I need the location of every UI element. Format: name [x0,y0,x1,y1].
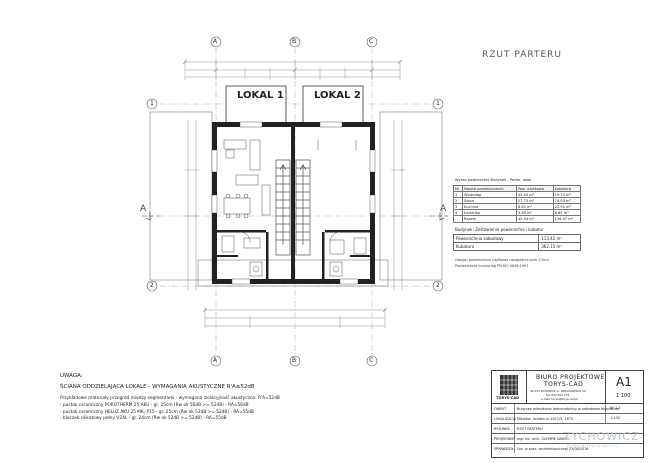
table-cell: Powierzchnia zabudowy [452,234,540,243]
dimension-lines [184,60,405,328]
grid-label-top-a: A [213,38,218,45]
legend-uwaga: UWAGA: [60,373,83,379]
building-logo-icon [500,375,518,395]
row-key: SPRAWDZIŁ [494,447,514,451]
watermark: ZYCHOWICZ [563,430,640,443]
logo-text: TORYS-CAD [496,396,520,400]
grid-label-right-2: 2 [436,282,440,289]
title-block-row: RYSUNEK RZUT PARTERU [492,424,643,434]
staircase [275,159,311,256]
title-block-row: SPRAWDZIŁ Upr. w spec. architektonicznej… [492,444,643,453]
grid-label-top-c: C [369,38,374,45]
table-row: Razem 42.44 m² 126.47 m³ [452,215,582,223]
drawing-scale: 1:100 [616,393,631,399]
area-table-caption: Wykaz powierzchni Budynek - Parter, loka… [455,178,532,182]
row-value: RZUT PARTERU [517,427,543,431]
table-cell: Razem [462,215,517,223]
legend-intro: Przykładowe materiały przegród między se… [60,396,280,401]
grid-label-right-1: 1 [436,100,440,107]
watermark-subtitle: BIURO NIERUCHOMOŚCI [567,444,618,448]
dimension-ticks [182,59,403,313]
legend-item: - pustak ceramiczny HELUZ AKU 25 MK, P15… [60,409,254,415]
row-key: LOKALIZACJA [494,417,517,421]
table-cell: 362.15 m³ [538,242,581,251]
window-openings [211,121,376,285]
section-mark-left: A [140,204,147,214]
grid-label-left-2: 2 [150,282,154,289]
external-walls [212,122,375,284]
grid-label-bottom-c: C [369,357,374,364]
table-cell: 42.44 m² [515,215,554,223]
grid-bubbles [146,36,444,367]
firm-name-line-1: BIURO PROJEKTOWE [536,374,605,381]
title-block-row: OBIEKT Budynek mieszkalny jednorodzinny … [492,404,643,414]
title-block: TORYS-CAD BIURO PROJEKTOWE TORYS-CAD 40-… [491,370,644,458]
table-cell: 126.47 m³ [552,215,582,223]
legend-notes: UWAGA: ŚCIANA ODDZIELAJĄCA LOKALE - WYMA… [60,373,340,423]
grid-label-left-1: 1 [150,100,154,107]
summary-note-2: Powierzchnia liczona wg PN-ISO 9836:1997 [455,264,529,268]
area-table: Nr Nazwa pomieszczenia Pow. użytkowa Kub… [452,184,582,223]
furniture [221,139,367,277]
drawing-title: RZUT PARTERU [482,50,562,60]
unit-label-lokal-2: LOKAL 2 [314,90,361,101]
sheet-number-box: A1 1:100 [605,371,644,404]
grid-label-bottom-b: B [292,357,297,364]
row-key: PROJEKTANT [494,437,515,441]
legend-heading: ŚCIANA ODDZIELAJĄCA LOKALE - WYMAGANIA A… [60,384,255,390]
unit-label-lokal-1: LOKAL 1 [237,90,284,101]
table-cell: 113.42 m² [538,234,581,243]
grid-label-top-b: B [292,38,297,45]
firm-address: 40-153 KATOWICE ul. WROCŁAWSKA 42 [530,389,586,393]
grid-label-bottom-a: A [213,357,218,364]
title-block-row: PROJEKTANT mgr inż. arch. ŚLEMPIK DANIEL [492,434,643,444]
firm-info: BIURO PROJEKTOWE TORYS-CAD 40-153 KATOWI… [526,371,605,404]
firm-email: e-mail: torys@torys-cad.pl [541,397,578,401]
table-row: Powierzchnia zabudowy 113.42 m² [452,234,581,243]
legend-item: - pustak ceramiczny POROTHERM 25 AKU - g… [60,403,249,408]
table-cell [452,215,464,223]
table-row: 3 Kuchnia 8.50 m² 22.95 m³ [452,203,582,211]
unit-label-boxes [225,85,364,124]
row-value: mgr inż. arch. ŚLEMPIK DANIEL [517,437,570,441]
section-mark-right: A [440,204,447,214]
section-line [142,212,448,221]
legend-item: - bloczek silikatowy pełny U24L - gr. 24… [60,416,227,422]
row-value: Upr. w spec. architektonicznej 23/08/201… [517,447,589,451]
row-key: OBIEKT [494,407,507,411]
firm-name-line-2: TORYS-CAD [544,381,584,388]
row-extra: Nr 1-2 [610,406,621,410]
sheet-number: A1 [616,375,632,389]
table-cell: Kubatura [452,242,540,251]
row-key: RYSUNEK [494,427,510,431]
table-row: Kubatura 362.15 m³ [452,242,581,251]
summary-note-1: Uwaga: powierzchnia użytkowa uwzględnia … [455,258,549,262]
summary-caption: Budynek: Zestawienie powierzchni i kubat… [455,227,544,232]
firm-phone: tel. 603 854 779 [546,393,570,397]
firm-logo: TORYS-CAD [492,371,527,404]
summary-table: Powierzchnia zabudowy 113.42 m² Kubatura… [452,234,581,251]
row-value: Mikołów, działka nr 1671/5, 1673 [517,417,574,421]
row-value: Budynek mieszkalny jednorodzinny w zabud… [517,407,619,411]
title-block-row: LOKALIZACJA Mikołów, działka nr 1671/5, … [492,414,643,424]
row-extra: 1:100 [610,416,620,420]
